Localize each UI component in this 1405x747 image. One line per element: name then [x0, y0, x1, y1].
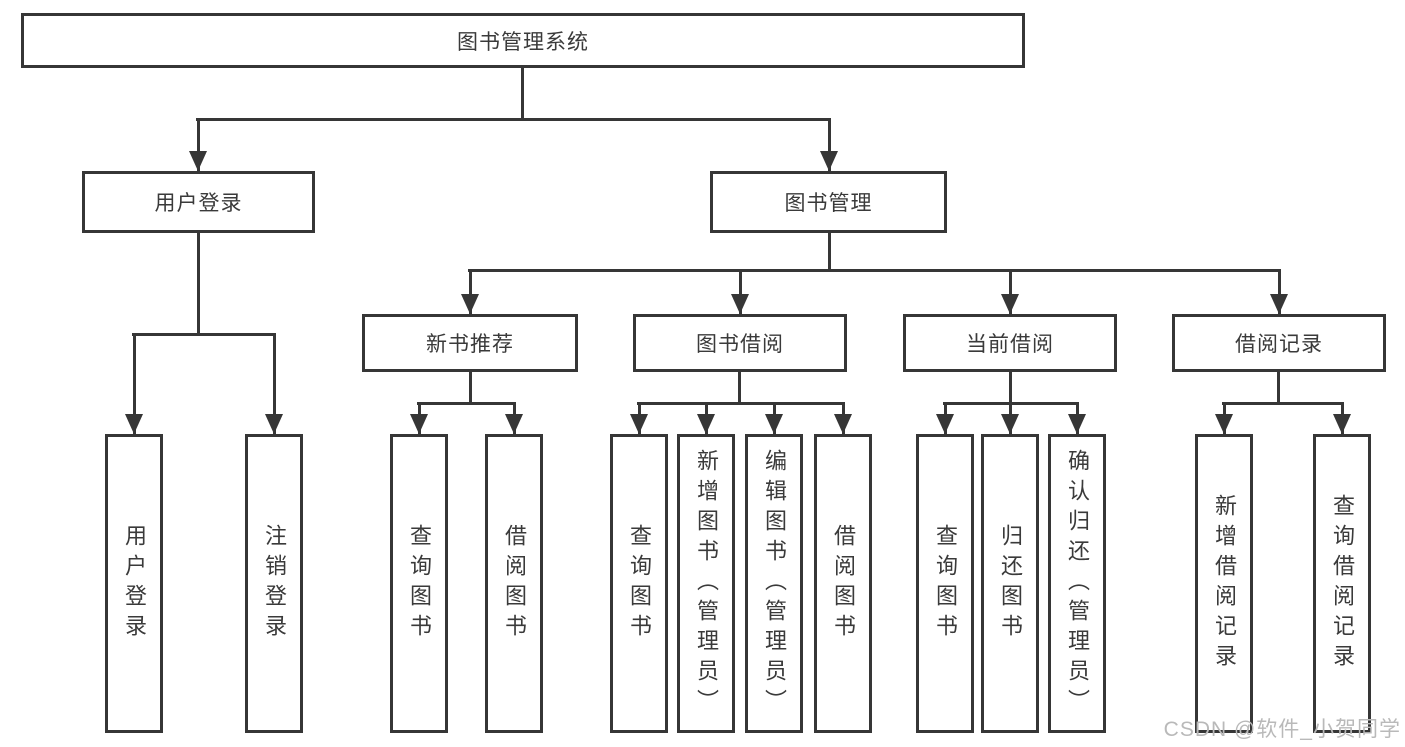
connector-drop-user-login: [197, 118, 200, 171]
connector-drop-book-mgmt: [828, 118, 831, 171]
connector-newbook-stub: [469, 372, 472, 404]
leaf-user-login: 用户登录: [105, 434, 163, 733]
arrowhead-newbook: [461, 294, 479, 314]
arrowhead-nb-query: [410, 414, 428, 434]
arrowhead-records: [1270, 294, 1288, 314]
node-book-borrowing: 图书借阅: [633, 314, 847, 372]
arrowhead-cb-query: [936, 414, 954, 434]
arrowhead-user-login: [189, 151, 207, 171]
connector-current-stub: [1009, 372, 1012, 404]
connector-borrow-stub: [738, 372, 741, 404]
leaf-bb-add-books-admin: 新增图书（管理员）: [677, 434, 735, 733]
arrowhead-cb-confirm: [1068, 414, 1086, 434]
arrowhead-bb-query: [630, 414, 648, 434]
connector-drop-borrow: [739, 269, 742, 314]
node-borrowing-records: 借阅记录: [1172, 314, 1386, 372]
arrowhead-rc-add: [1215, 414, 1233, 434]
connector-drop-newbook: [469, 269, 472, 314]
connector-records-stub: [1277, 372, 1280, 404]
connector-root-stub: [521, 68, 524, 120]
node-library-system: 图书管理系统: [21, 13, 1025, 68]
node-new-book-recommend: 新书推荐: [362, 314, 578, 372]
arrowhead-borrow: [731, 294, 749, 314]
connector-bookmgmt-split: [468, 269, 1281, 272]
arrowhead-nb-borrow: [505, 414, 523, 434]
leaf-nb-query-books: 查询图书: [390, 434, 448, 733]
arrowhead-leaf-login: [125, 414, 143, 434]
connector-drop-leaf-login: [133, 333, 136, 434]
connector-userlogin-split: [132, 333, 275, 336]
connector-drop-current: [1009, 269, 1012, 314]
connector-userlogin-stub: [197, 233, 200, 335]
connector-drop-records: [1278, 269, 1281, 314]
node-user-login: 用户登录: [82, 171, 315, 233]
connector-borrow-split: [637, 402, 845, 405]
arrowhead-leaf-logout: [265, 414, 283, 434]
leaf-bb-query-books: 查询图书: [610, 434, 668, 733]
leaf-bb-edit-books-admin: 编辑图书（管理员）: [745, 434, 803, 733]
arrowhead-bb-edit: [765, 414, 783, 434]
arrowhead-book-mgmt: [820, 151, 838, 171]
node-current-borrowing: 当前借阅: [903, 314, 1117, 372]
arrowhead-current: [1001, 294, 1019, 314]
csdn-watermark: CSDN @软件_小贺同学: [1163, 718, 1401, 741]
leaf-cb-return-books: 归还图书: [981, 434, 1039, 733]
leaf-rc-add-record: 新增借阅记录: [1195, 434, 1253, 733]
connector-root-split: [196, 118, 831, 121]
leaf-logout: 注销登录: [245, 434, 303, 733]
arrowhead-cb-return: [1001, 414, 1019, 434]
arrowhead-bb-borrow: [834, 414, 852, 434]
arrowhead-bb-add: [697, 414, 715, 434]
leaf-nb-borrow-books: 借阅图书: [485, 434, 543, 733]
connector-newbook-split: [417, 402, 516, 405]
connector-bookmgmt-stub: [828, 233, 831, 271]
leaf-rc-query-record: 查询借阅记录: [1313, 434, 1371, 733]
leaf-bb-borrow-books: 借阅图书: [814, 434, 872, 733]
leaf-cb-query-books: 查询图书: [916, 434, 974, 733]
node-book-management: 图书管理: [710, 171, 947, 233]
leaf-cb-confirm-return-admin: 确认归还（管理员）: [1048, 434, 1106, 733]
connector-drop-leaf-logout: [273, 333, 276, 434]
arrowhead-rc-query: [1333, 414, 1351, 434]
connector-records-split: [1222, 402, 1344, 405]
